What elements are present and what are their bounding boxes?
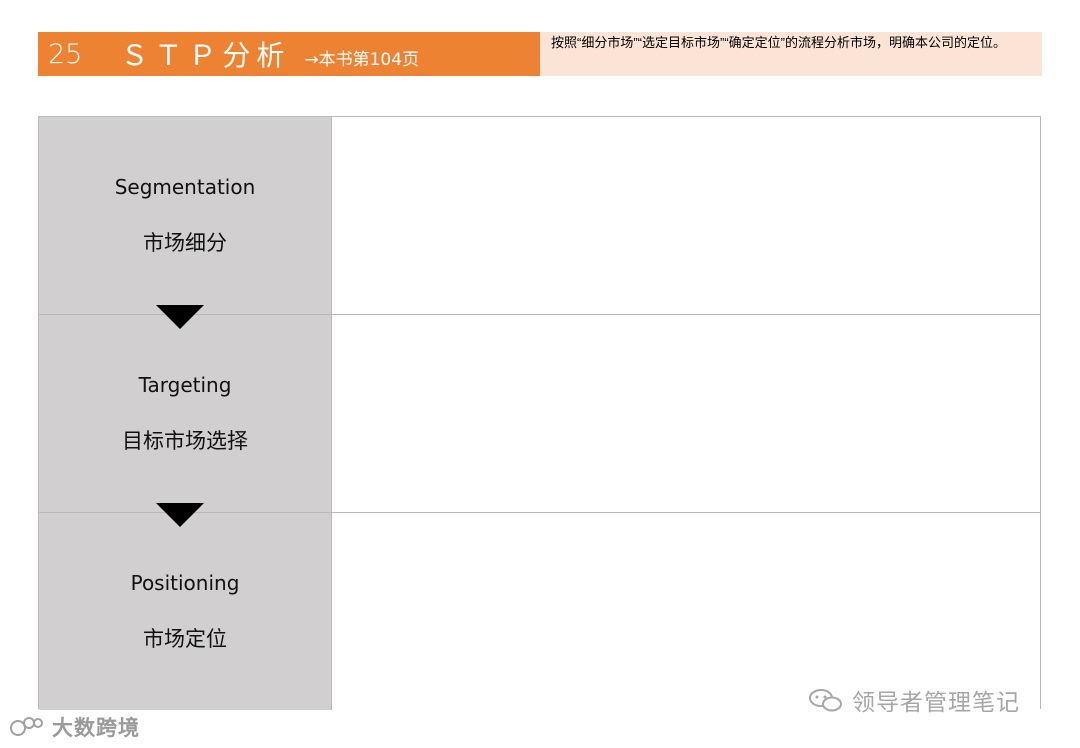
- targeting-label-cell: Targeting 目标市场选择: [39, 315, 331, 512]
- wechat-icon: [809, 689, 842, 712]
- book-reference: →本书第104页: [304, 49, 420, 70]
- positioning-label-cell: Positioning 市场定位: [39, 513, 331, 710]
- header-description: 按照“细分市场”“选定目标市场”“确定定位”的流程分析市场，明确本公司的定位。: [540, 32, 1042, 76]
- logo-icon: [10, 717, 43, 736]
- watermark-left-text: 大数跨境: [52, 716, 140, 740]
- down-arrow-icon: [156, 305, 204, 329]
- segmentation-content-cell[interactable]: [331, 117, 1040, 314]
- segmentation-label-cn: 市场细分: [143, 230, 227, 255]
- page-number: 25: [48, 38, 83, 70]
- positioning-row: Positioning 市场定位: [39, 512, 1040, 710]
- targeting-label-en: Targeting: [138, 372, 232, 397]
- header-bar: 25 ＳＴＰ分析 →本书第104页: [38, 32, 540, 76]
- positioning-label-cn: 市场定位: [143, 626, 227, 651]
- stp-table: Segmentation 市场细分 Targeting 目标市场选择 Posit…: [38, 116, 1041, 710]
- targeting-content-cell[interactable]: [331, 315, 1040, 512]
- watermark-right: 领导者管理笔记: [808, 683, 1020, 717]
- segmentation-label-cell: Segmentation 市场细分: [39, 117, 331, 314]
- page-title: ＳＴＰ分析: [120, 39, 291, 72]
- targeting-row: Targeting 目标市场选择: [39, 314, 1040, 512]
- targeting-label-cn: 目标市场选择: [122, 428, 248, 453]
- watermark-left: 大数跨境: [8, 712, 140, 742]
- positioning-label-en: Positioning: [130, 570, 240, 595]
- down-arrow-icon: [156, 503, 204, 527]
- positioning-content-cell[interactable]: [331, 513, 1040, 710]
- watermark-right-text: 领导者管理笔记: [852, 690, 1020, 716]
- segmentation-label-en: Segmentation: [114, 174, 256, 199]
- segmentation-row: Segmentation 市场细分: [39, 117, 1040, 314]
